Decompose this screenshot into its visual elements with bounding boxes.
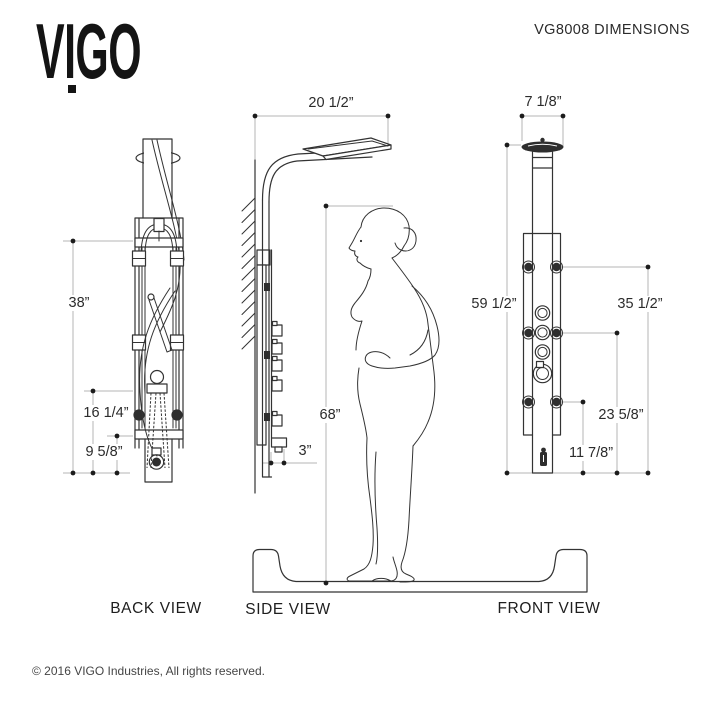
shower-panel-front — [522, 151, 563, 474]
dimension-lines-front — [504, 113, 651, 476]
front-view-label: FRONT VIEW — [497, 600, 601, 617]
vigo-logo-text: VIGO — [36, 7, 142, 95]
shower-arm — [261, 149, 375, 203]
side-view-label: SIDE VIEW — [245, 601, 331, 618]
page-title: VG8008 DIMENSIONS — [534, 22, 690, 38]
dim-front-overall: 59 1/2” — [469, 296, 519, 312]
body-jets-front — [522, 260, 563, 409]
body-jets-side — [271, 320, 283, 427]
logo-i-dot — [68, 85, 76, 93]
vigo-logo: VIGO — [36, 12, 176, 112]
dim-front-middle: 23 5/8” — [596, 407, 646, 423]
dim-back-lower: 9 5/8” — [83, 444, 125, 460]
dim-front-head-width: 7 1/8” — [522, 94, 564, 110]
diverter-valve — [149, 369, 165, 385]
back-view-drawing — [63, 138, 185, 483]
dim-back-height: 38” — [66, 295, 92, 311]
control-knobs — [532, 305, 553, 384]
tub-spout-front — [540, 447, 547, 466]
side-view-drawing — [241, 113, 440, 586]
shower-head-front — [521, 137, 564, 153]
wall-section — [241, 159, 256, 494]
tub-spout-side — [270, 437, 288, 453]
back-view-label: BACK VIEW — [110, 600, 202, 617]
front-view-drawing — [504, 113, 651, 476]
copyright-text: © 2016 VIGO Industries, All rights reser… — [32, 664, 265, 678]
dimension-lines-back — [63, 238, 133, 476]
shower-panel-side — [256, 199, 288, 478]
dim-side-head-reach: 20 1/2” — [306, 95, 356, 111]
dim-back-valve: 16 1/4” — [81, 405, 131, 421]
dim-front-lower: 11 7/8” — [566, 445, 616, 461]
dim-side-spout-reach: 3” — [296, 443, 314, 459]
hand-shower-outlet — [152, 457, 161, 467]
rain-shower-head-side — [302, 137, 392, 161]
dimension-lines-side — [252, 113, 393, 586]
dim-side-figure-height: 68” — [317, 407, 343, 423]
tub-base — [252, 548, 588, 593]
dim-front-upper: 35 1/2” — [615, 296, 665, 312]
shower-panel-back — [131, 138, 185, 483]
woman-figure — [346, 207, 440, 583]
figure-eye — [359, 239, 363, 243]
